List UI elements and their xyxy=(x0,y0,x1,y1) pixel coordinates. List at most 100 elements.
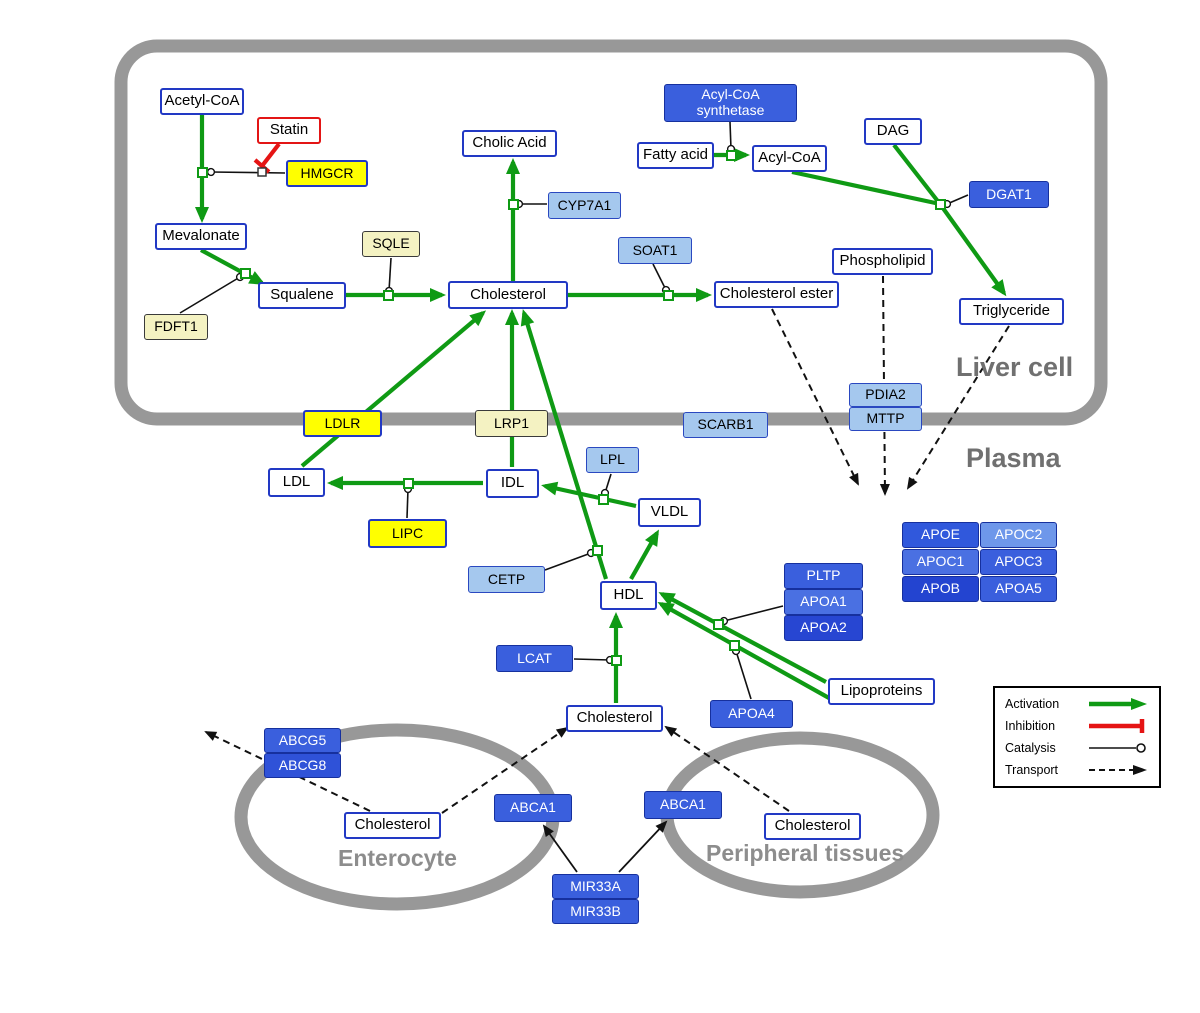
transport-abcg5-abcg8 xyxy=(204,731,371,812)
node-squalene[interactable]: Squalene xyxy=(258,282,346,309)
edge-dag-dgat1-junction xyxy=(892,143,942,206)
node-apoa4[interactable]: APOA4 xyxy=(710,700,793,728)
transport-triglyceride xyxy=(906,325,1010,490)
edge-lipoproteins-hdl-lower xyxy=(657,602,831,700)
node-apoa2[interactable]: APOA2 xyxy=(784,615,863,641)
node-acyl-coa-synthetase[interactable]: Acyl-CoA synthetase xyxy=(664,84,797,122)
node-fdft1[interactable]: FDFT1 xyxy=(144,314,208,340)
node-cholesterol-liver[interactable]: Cholesterol xyxy=(448,281,568,309)
legend-row-catalysis: Catalysis xyxy=(1005,740,1149,756)
node-apoe[interactable]: APOE xyxy=(902,522,979,548)
catalysis-lpl xyxy=(600,473,612,498)
liver-cell-membrane xyxy=(114,39,1108,426)
edge-lipoproteins-hdl-upper xyxy=(658,592,827,684)
node-apoa1[interactable]: APOA1 xyxy=(784,589,863,615)
node-acyl-coa[interactable]: Acyl-CoA xyxy=(752,145,827,172)
node-mir33b[interactable]: MIR33B xyxy=(552,899,639,924)
node-cholesterol-peripheral[interactable]: Cholesterol xyxy=(764,813,861,840)
node-cholesterol-plasma[interactable]: Cholesterol xyxy=(566,705,663,732)
rxn-square-lipc xyxy=(403,478,414,489)
edge-ldl-cholesterol xyxy=(300,310,487,468)
catalysis-sqle xyxy=(384,257,394,296)
node-lipoproteins[interactable]: Lipoproteins xyxy=(828,678,935,705)
node-apoa5[interactable]: APOA5 xyxy=(980,576,1057,602)
node-pltp[interactable]: PLTP xyxy=(784,563,863,589)
node-ldl[interactable]: LDL xyxy=(268,468,325,497)
node-lipc[interactable]: LIPC xyxy=(368,519,447,548)
catalysis-lcat xyxy=(573,655,615,665)
peripheral-tissues-label: Peripheral tissues xyxy=(706,840,905,866)
node-vldl[interactable]: VLDL xyxy=(638,498,701,527)
node-cholesterol-enterocyte[interactable]: Cholesterol xyxy=(344,812,441,839)
node-apoc2[interactable]: APOC2 xyxy=(980,522,1057,548)
rxn-square-apoa4 xyxy=(729,640,740,651)
node-acetyl-coa[interactable]: Acetyl-CoA xyxy=(160,88,244,115)
node-ldlr[interactable]: LDLR xyxy=(303,410,382,437)
node-abcg5[interactable]: ABCG5 xyxy=(264,728,341,753)
edge-acylcoa-dgat1-junction xyxy=(791,169,941,207)
node-triglyceride[interactable]: Triglyceride xyxy=(959,298,1064,325)
rxn-square-lcat xyxy=(611,655,622,666)
catalysis-apoa4 xyxy=(731,646,752,700)
node-cyp7a1[interactable]: CYP7A1 xyxy=(548,192,621,219)
edge-vldl-idl xyxy=(541,481,637,509)
node-apob[interactable]: APOB xyxy=(902,576,979,602)
node-lpl[interactable]: LPL xyxy=(586,447,639,473)
node-cholesterol-ester[interactable]: Cholesterol ester xyxy=(714,281,839,308)
node-mir33a[interactable]: MIR33A xyxy=(552,874,639,899)
node-hdl[interactable]: HDL xyxy=(600,581,657,610)
rxn-square-soat1 xyxy=(663,290,674,301)
transport-abca1-enterocyte xyxy=(441,726,569,814)
legend-label-activation: Activation xyxy=(1005,697,1060,711)
node-hmgcr[interactable]: HMGCR xyxy=(286,160,368,187)
legend: Activation Inhibition Catalysis Transpor… xyxy=(993,686,1161,788)
catalysis-soat1 xyxy=(652,263,671,295)
node-soat1[interactable]: SOAT1 xyxy=(618,237,692,264)
legend-label-inhibition: Inhibition xyxy=(1005,719,1056,733)
catalysis-lipc xyxy=(403,484,413,519)
node-abcg8[interactable]: ABCG8 xyxy=(264,753,341,778)
node-phospholipid[interactable]: Phospholipid xyxy=(832,248,933,275)
node-cetp[interactable]: CETP xyxy=(468,566,545,593)
node-scarb1[interactable]: SCARB1 xyxy=(683,412,768,438)
rxn-square-cyp7a1 xyxy=(508,199,519,210)
node-apoc1[interactable]: APOC1 xyxy=(902,549,979,575)
enterocyte-label: Enterocyte xyxy=(338,845,457,871)
legend-row-inhibition: Inhibition xyxy=(1005,718,1149,734)
node-cholic-acid[interactable]: Cholic Acid xyxy=(462,130,557,157)
reaction-node-squares xyxy=(197,150,946,666)
transport-cholesterol-ester xyxy=(771,308,859,486)
node-statin[interactable]: Statin xyxy=(257,117,321,144)
node-lcat[interactable]: LCAT xyxy=(496,645,573,672)
rxn-square-acs xyxy=(726,150,737,161)
rxn-square-cetp xyxy=(592,545,603,556)
node-abca1-peripheral[interactable]: ABCA1 xyxy=(644,791,722,819)
rxn-square-lpl xyxy=(598,494,609,505)
node-abca1-enterocyte[interactable]: ABCA1 xyxy=(494,794,572,822)
node-idl[interactable]: IDL xyxy=(486,469,539,498)
node-fatty-acid[interactable]: Fatty acid xyxy=(637,142,714,169)
rxn-square-sqle xyxy=(383,290,394,301)
rxn-square-dgat1 xyxy=(935,199,946,210)
node-mevalonate[interactable]: Mevalonate xyxy=(155,223,247,250)
catalysis-acyl-coa-synthetase xyxy=(726,121,736,154)
catalysis-fdft1 xyxy=(179,272,245,314)
edge-hdl-cholesterol xyxy=(520,309,609,580)
node-dgat1[interactable]: DGAT1 xyxy=(969,181,1049,208)
inhibition-symbol-icon xyxy=(1089,719,1145,733)
node-apoc3[interactable]: APOC3 xyxy=(980,549,1057,575)
node-pdia2[interactable]: PDIA2 xyxy=(849,383,922,407)
catalysis-hmgcr xyxy=(206,167,286,177)
rxn-square-fdft1 xyxy=(240,268,251,279)
node-sqle[interactable]: SQLE xyxy=(362,231,420,257)
node-lrp1[interactable]: LRP1 xyxy=(475,410,548,437)
activation-symbol-icon xyxy=(1089,698,1147,710)
rxn-square-hmgcr xyxy=(197,167,208,178)
mir33-edges xyxy=(542,820,668,873)
liver-cell-label: Liver cell xyxy=(956,352,1074,382)
node-mttp[interactable]: MTTP xyxy=(849,407,922,431)
legend-label-transport: Transport xyxy=(1005,763,1059,777)
node-dag[interactable]: DAG xyxy=(864,118,922,145)
